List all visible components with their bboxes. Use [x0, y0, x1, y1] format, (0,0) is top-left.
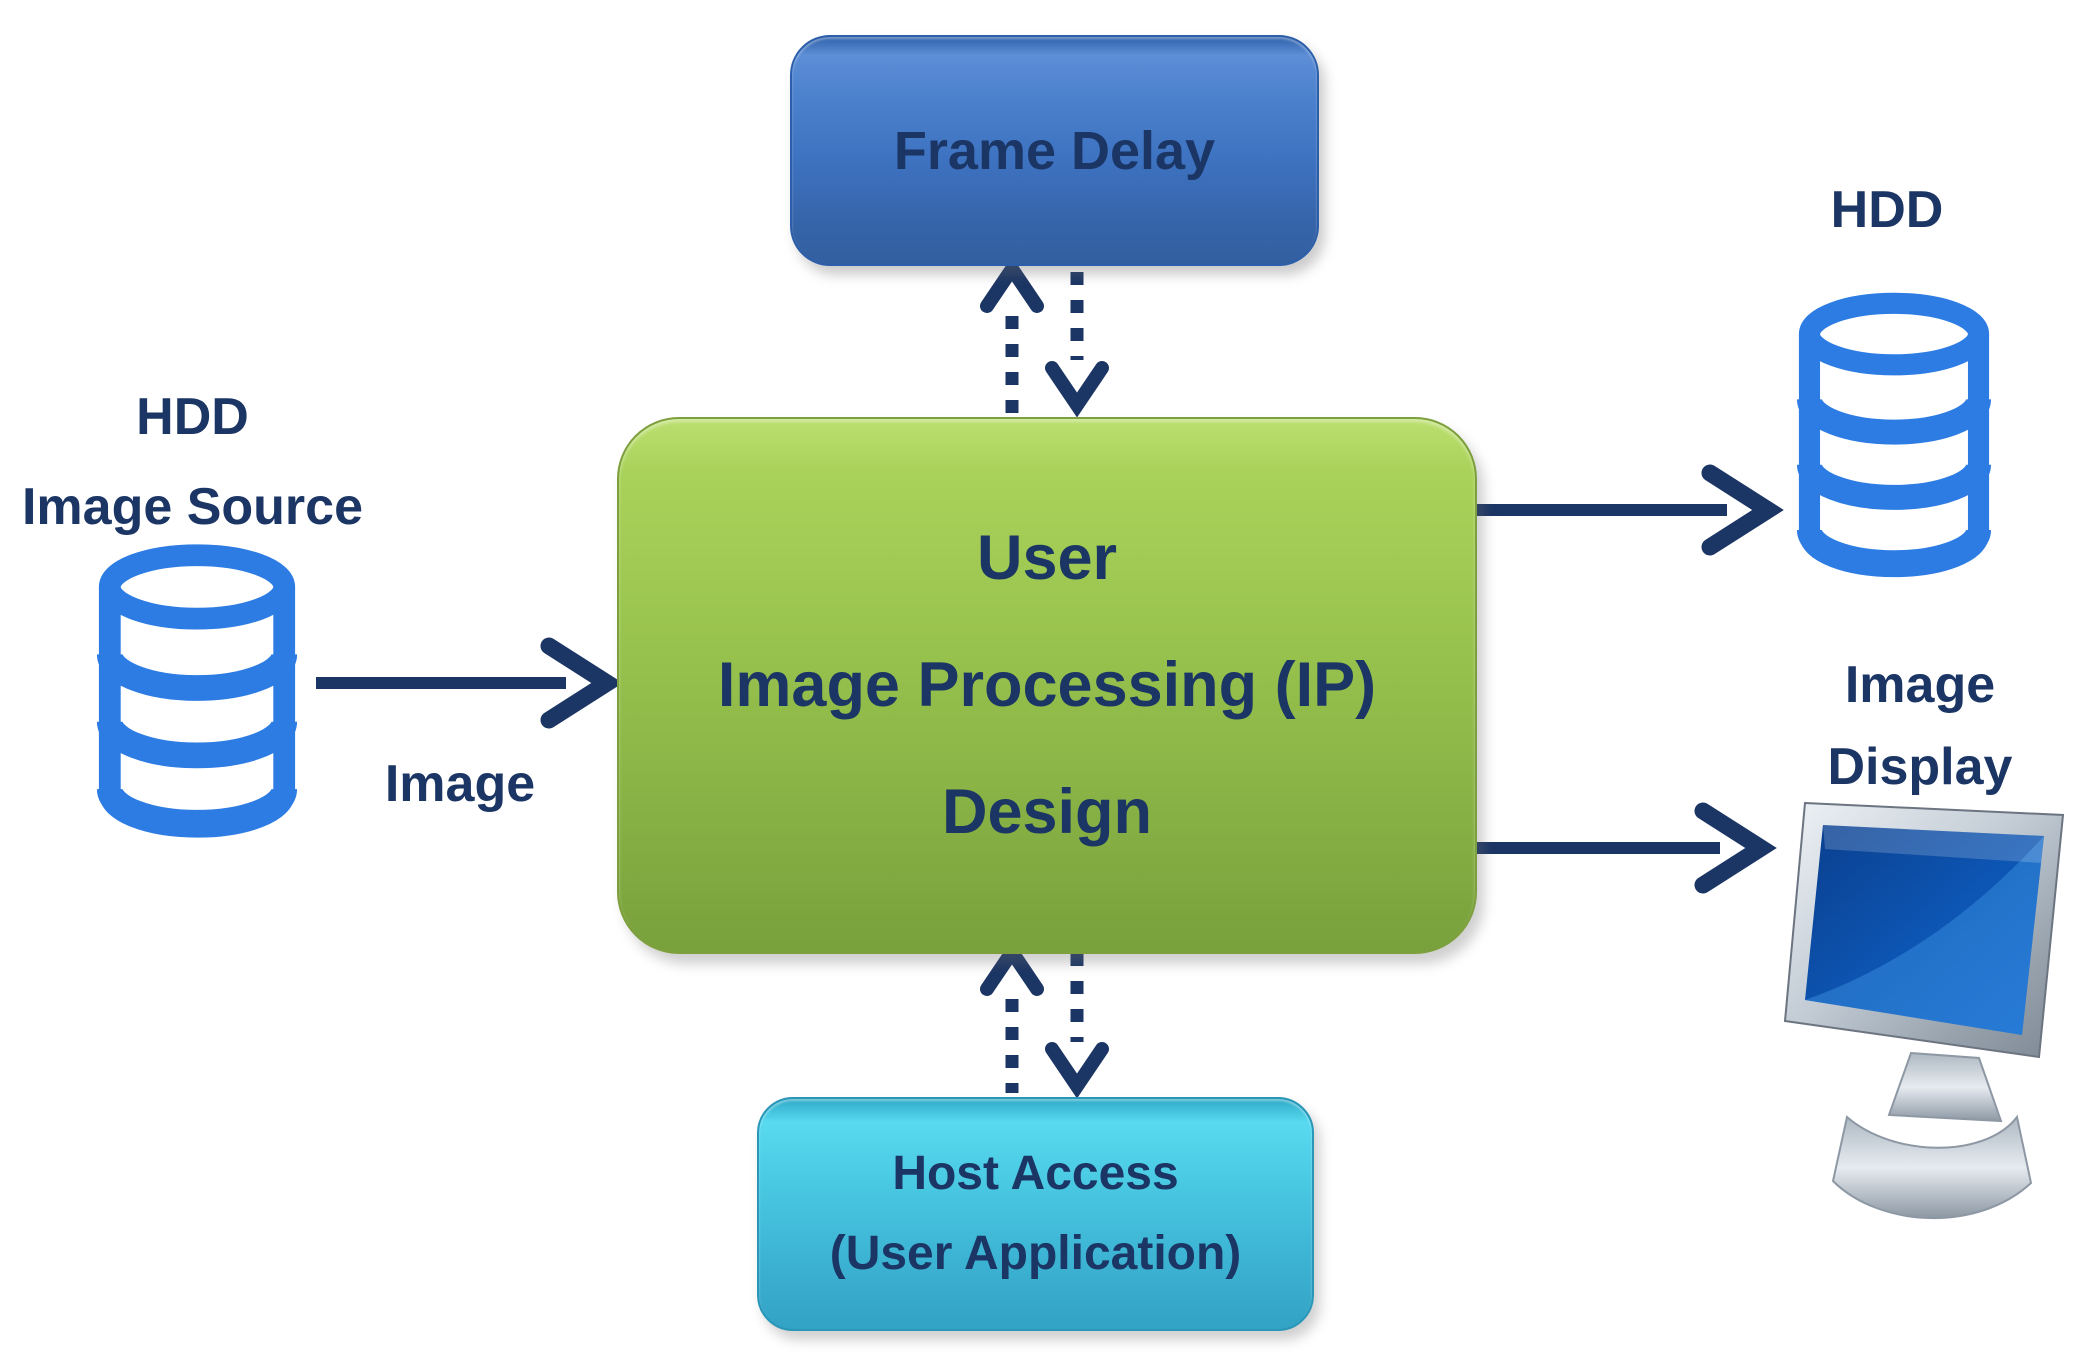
image-flow-label: Image — [384, 755, 536, 813]
image-display-label: Image Display — [1795, 644, 2045, 808]
dotted-arrow-ip-to-frame-delay — [980, 256, 1044, 414]
database-icon-source — [96, 544, 298, 838]
monitor-screen-gloss — [1805, 836, 2044, 1035]
ip-design-line-2: Image Processing (IP) — [717, 650, 1377, 720]
database-icon-hdd-out — [1796, 292, 1992, 578]
host-access-box: Host Access (User Application) — [757, 1097, 1314, 1331]
dotted-arrow-frame-delay-to-ip — [1045, 272, 1109, 418]
dotted-arrow-ip-to-host — [1045, 953, 1109, 1099]
image-display-line-1: Image — [1844, 656, 1996, 714]
monitor-icon — [1783, 801, 2065, 1219]
arrow-ip-to-hdd — [1477, 464, 1784, 556]
frame-delay-label: Frame Delay — [893, 120, 1216, 181]
hdd-source-line-2: Image Source — [21, 478, 364, 536]
monitor-screen-highlight — [1823, 825, 2044, 863]
hdd-source-line-1: HDD — [136, 388, 249, 446]
monitor-stand — [1887, 1051, 2003, 1123]
host-access-line-1: Host Access — [892, 1147, 1179, 1200]
hdd-image-source-label: HDD Image Source — [10, 372, 375, 552]
arrow-ip-to-display — [1477, 802, 1777, 894]
ip-design-line-1: User — [976, 523, 1118, 593]
dotted-arrow-host-to-ip — [980, 939, 1044, 1093]
frame-delay-box: Frame Delay — [790, 35, 1319, 266]
ip-design-line-3: Design — [941, 777, 1153, 847]
ip-design-box: User Image Processing (IP) Design — [617, 417, 1477, 954]
host-access-line-2: (User Application) — [829, 1227, 1242, 1280]
image-display-line-2: Display — [1827, 738, 2013, 796]
arrow-source-to-ip — [316, 637, 623, 729]
monitor-screen — [1805, 825, 2044, 1035]
monitor-base — [1831, 1114, 2033, 1219]
hdd-out-label: HDD — [1830, 181, 1944, 239]
